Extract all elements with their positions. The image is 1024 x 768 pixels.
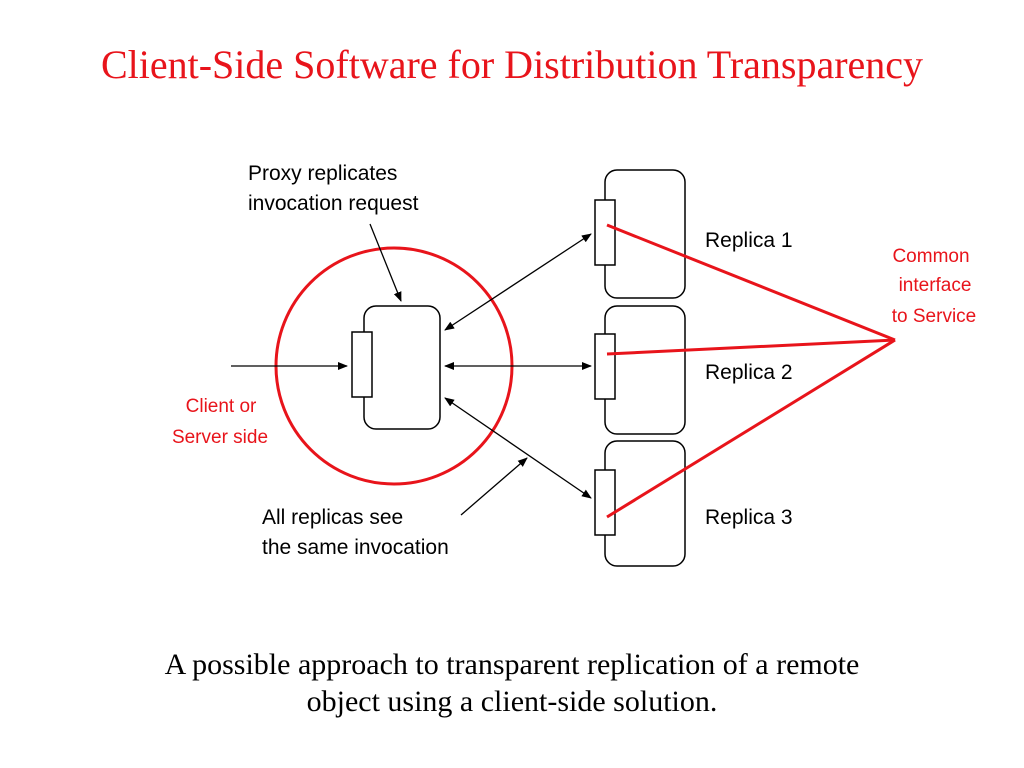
client-side-label-line-1: Client or [186, 396, 257, 417]
slide-caption: A possible approach to transparent repli… [40, 646, 984, 720]
proxy-label-pointer [369, 223, 402, 302]
caption-line-2: object using a client-side solution. [306, 685, 718, 718]
proxy-interface [351, 331, 373, 398]
replica-3-interface [594, 469, 616, 536]
arrow-to-replica-1 [444, 233, 592, 331]
all-replicas-label-line-2: the same invocation [262, 536, 449, 559]
replica-1-object [594, 169, 686, 299]
replica-2-interface [594, 333, 616, 400]
proxy-label-line-1: Proxy replicates [248, 162, 397, 185]
common-interface-line-text-3: to Service [892, 306, 976, 327]
common-interface-line-text-2: interface [899, 275, 972, 296]
arrow-to-replica-3 [444, 397, 592, 499]
proxy-label: Proxy replicates invocation request [248, 162, 419, 215]
proxy-label-line-2: invocation request [248, 192, 419, 215]
common-interface-label: Common interface to Service [892, 246, 976, 327]
all-replicas-label-pointer [460, 457, 528, 516]
common-interface-line-3 [606, 338, 896, 519]
client-side-label-line-2: Server side [172, 427, 268, 448]
all-replicas-label-line-1: All replicas see [262, 506, 403, 529]
replica-1-interface [594, 199, 616, 266]
proxy-object [351, 305, 441, 430]
common-interface-line-text-1: Common [892, 246, 969, 267]
replica-1-label: Replica 1 [705, 229, 793, 252]
client-side-label: Client or Server side [172, 396, 268, 448]
common-interface-line-1 [606, 223, 896, 342]
replica-2-label: Replica 2 [705, 361, 793, 384]
replica-3-object [594, 440, 686, 567]
replica-3-label: Replica 3 [705, 506, 793, 529]
caption-line-1: A possible approach to transparent repli… [164, 648, 860, 681]
replica-2-object [594, 305, 686, 435]
all-replicas-label: All replicas see the same invocation [262, 506, 449, 559]
common-interface-line-2 [606, 338, 896, 356]
slide-title: Client-Side Software for Distribution Tr… [100, 42, 924, 87]
